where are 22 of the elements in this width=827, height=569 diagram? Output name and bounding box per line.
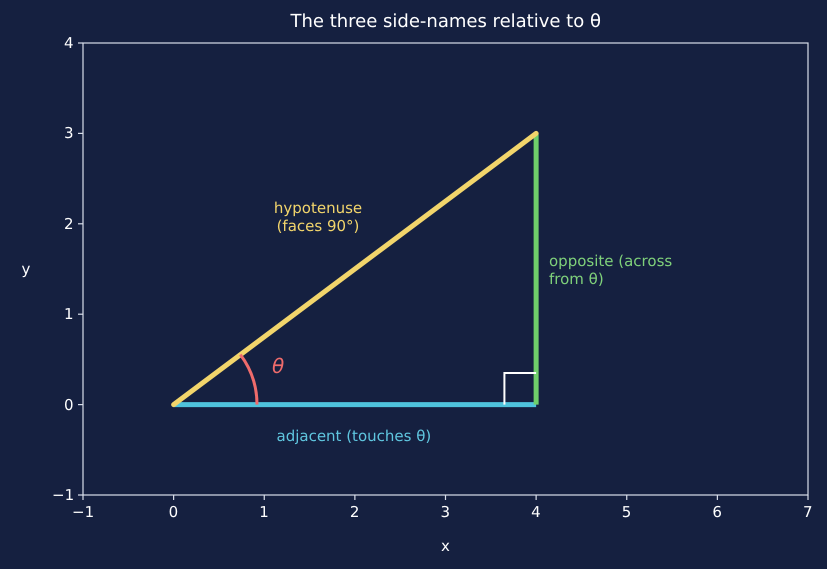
- axis-title: y: [22, 260, 30, 278]
- tick-label: 1: [64, 305, 74, 324]
- tick-label: 7: [803, 503, 813, 521]
- tick-label: 2: [64, 214, 74, 233]
- tick-label: 6: [712, 503, 722, 521]
- tick-label: 3: [440, 503, 450, 521]
- tick-label: 3: [64, 124, 74, 142]
- tick-label: 5: [622, 503, 632, 521]
- side-label: opposite (across from θ): [549, 252, 674, 288]
- tick-label: −1: [72, 503, 94, 521]
- chart-title: The three side-names relative to θ: [290, 11, 601, 33]
- tick-label: 4: [531, 503, 541, 521]
- tick-label: 4: [64, 34, 74, 52]
- tick-label: −1: [52, 486, 74, 504]
- tick-label: 1: [259, 503, 269, 521]
- tick-label: 2: [350, 503, 360, 521]
- axis-title: x: [441, 537, 450, 555]
- angle-label: θ: [272, 354, 284, 378]
- tick-label: 0: [64, 396, 74, 414]
- tick-label: 0: [168, 503, 178, 521]
- side-label: adjacent (touches θ): [276, 427, 432, 445]
- side-label: hypotenuse (faces 90°): [272, 199, 364, 235]
